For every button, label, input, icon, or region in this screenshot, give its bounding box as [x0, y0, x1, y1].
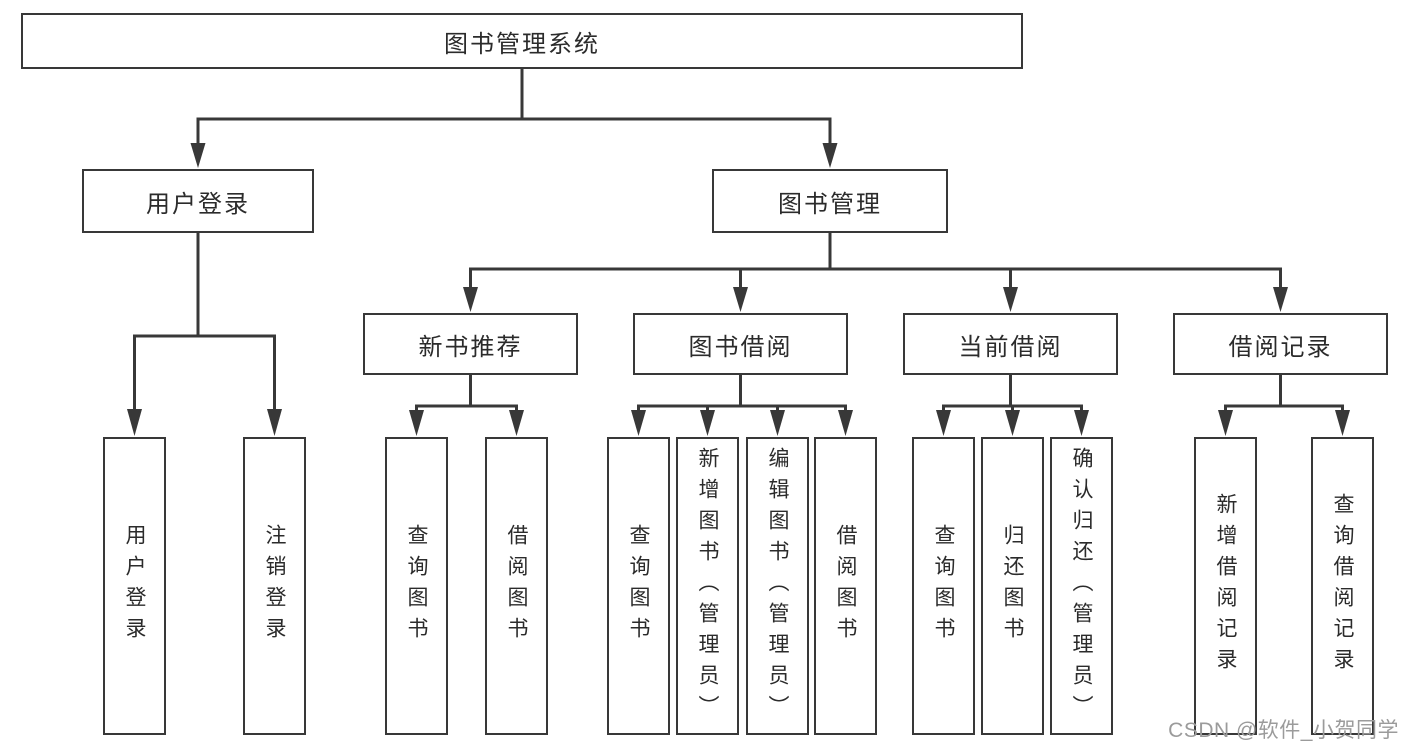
node-current-borrow-label: 当前借阅 [958, 333, 1063, 361]
node-borrow-records: 借阅记录 [1173, 313, 1388, 375]
node-user-login: 用户登录 [82, 169, 314, 233]
node-root-label: 图书管理系统 [444, 30, 600, 58]
leaf-records-query-record: 查询借阅记录 [1311, 437, 1374, 735]
leaf-newbook-borrow-books: 借阅图书 [485, 437, 548, 735]
node-book-management-label: 图书管理 [778, 190, 882, 218]
leaf-borrow-borrow-books: 借阅图书 [814, 437, 877, 735]
leaf-newbook-query-books: 查询图书 [385, 437, 448, 735]
leaf-records-query-record-label: 查询借阅记录 [1331, 493, 1354, 679]
leaf-borrow-edit-books-admin: 编辑图书（管理员） [746, 437, 809, 735]
leaf-current-confirm-return-admin: 确认归还（管理员） [1050, 437, 1113, 735]
leaf-current-return-books-label: 归还图书 [1001, 524, 1024, 648]
node-book-borrow: 图书借阅 [633, 313, 848, 375]
leaf-borrow-borrow-books-label: 借阅图书 [834, 524, 857, 648]
leaf-logout-label: 注销登录 [263, 524, 286, 648]
node-borrow-records-label: 借阅记录 [1228, 333, 1333, 361]
node-root: 图书管理系统 [21, 13, 1023, 69]
leaf-current-return-books: 归还图书 [981, 437, 1044, 735]
leaf-newbook-query-books-label: 查询图书 [405, 524, 428, 648]
leaf-borrow-add-books-admin: 新增图书（管理员） [676, 437, 739, 735]
leaf-borrow-edit-books-admin-label: 编辑图书（管理员） [766, 446, 789, 726]
leaf-borrow-query-books: 查询图书 [607, 437, 670, 735]
leaf-user-login: 用户登录 [103, 437, 166, 735]
leaf-borrow-add-books-admin-label: 新增图书（管理员） [696, 446, 719, 726]
node-book-borrow-label: 图书借阅 [688, 333, 793, 361]
leaf-user-login-label: 用户登录 [123, 524, 146, 648]
csdn-watermark: CSDN @软件_小贺同学 [1168, 719, 1399, 742]
node-user-login-label: 用户登录 [146, 190, 250, 218]
leaf-current-query-books: 查询图书 [912, 437, 975, 735]
leaf-current-confirm-return-admin-label: 确认归还（管理员） [1070, 446, 1093, 726]
node-new-book-recommend: 新书推荐 [363, 313, 578, 375]
leaf-borrow-query-books-label: 查询图书 [627, 524, 650, 648]
node-current-borrow: 当前借阅 [903, 313, 1118, 375]
leaf-logout: 注销登录 [243, 437, 306, 735]
node-new-book-recommend-label: 新书推荐 [418, 333, 523, 361]
leaf-current-query-books-label: 查询图书 [932, 524, 955, 648]
node-book-management: 图书管理 [712, 169, 948, 233]
leaf-records-add-record: 新增借阅记录 [1194, 437, 1257, 735]
leaf-newbook-borrow-books-label: 借阅图书 [505, 524, 528, 648]
leaf-records-add-record-label: 新增借阅记录 [1214, 493, 1237, 679]
